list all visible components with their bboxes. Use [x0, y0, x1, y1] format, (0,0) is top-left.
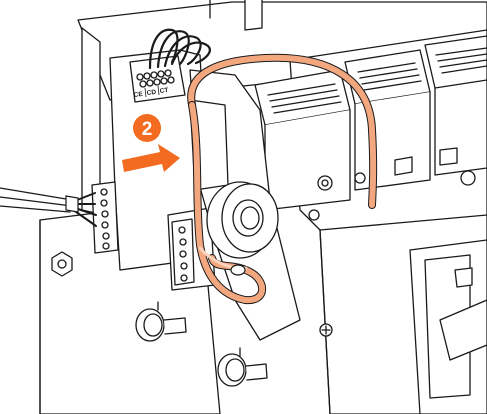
current-sensor-toroid [206, 181, 279, 259]
step-number: 2 [142, 119, 153, 140]
round-connector-lower [217, 347, 268, 387]
cable-lug [230, 264, 246, 276]
terminal-label-ce: CE [133, 91, 143, 99]
vertical-stand [209, 0, 263, 31]
terminal-screws [136, 69, 175, 88]
control-wires [148, 28, 211, 70]
vent-block-right [424, 35, 487, 176]
step-badge: 2 [133, 114, 161, 142]
incoming-cables [0, 187, 73, 213]
terminal-label-cd: CD [146, 89, 156, 97]
terminal-label-ct: CT [159, 87, 168, 95]
side-terminal-block [91, 181, 119, 254]
vent-block-middle [344, 49, 431, 191]
insertion-arrow [122, 144, 180, 172]
fixing-screws [308, 170, 476, 337]
round-connector-upper [135, 301, 187, 342]
cable-sleeve [65, 195, 79, 213]
hex-bolt [51, 251, 73, 277]
